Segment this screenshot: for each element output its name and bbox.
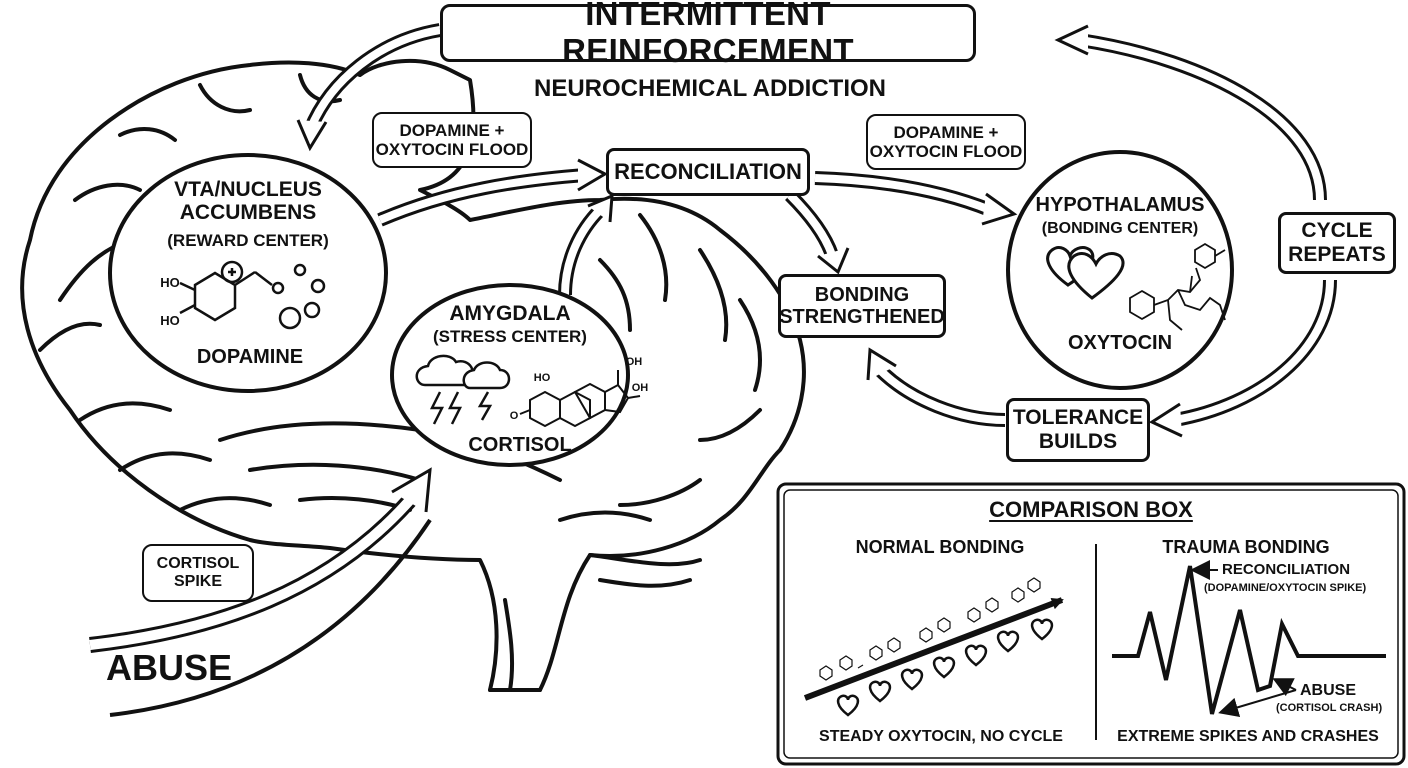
vta-name-line-1: VTA/NUCLEUS [174,178,322,201]
amygdala-oval [390,283,630,467]
comparison-title: COMPARISON BOX [989,497,1193,522]
reconciliation-node: RECONCILIATION [606,148,810,196]
page-title: INTERMITTENT REINFORCEMENT [562,0,854,69]
dopamine-label: DOPAMINE [196,346,304,368]
cortisol-molecule-icon [519,370,641,428]
oxytocin-label: OXYTOCIN [1067,332,1173,354]
abuse-trough-sub: (CORTISOL CRASH) [1276,702,1383,714]
tolerance-line-1: TOLERANCE [1012,406,1144,430]
cortisol-atom-3: OH [631,382,649,394]
flood-callout-left: DOPAMINE + OXYTOCIN FLOOD [372,112,532,168]
heart-mark [1030,618,1054,641]
cortisol-atom-2: OH [625,356,643,368]
heart-mark [836,694,860,717]
reconciliation-peak-sub: (DOPAMINE/OXYTOCIN SPIKE) [1204,582,1367,594]
vta-atom-1: HO [160,275,180,290]
trauma-bonding-line [1112,565,1386,715]
comparison-box [776,482,1406,766]
storm-cloud-icon [415,354,511,425]
cortisol-callout-line-2: SPIKE [173,573,222,590]
loop-arrows [89,23,1337,717]
tolerance-line-2: BUILDS [1038,430,1118,453]
normal-bonding-caption: STEADY OXYTOCIN, NO CYCLE [819,728,1063,745]
oxytocin-molecule-icon [1129,242,1226,331]
cortisol-atom-1: HO [533,372,551,384]
abuse-trough-label: ABUSE [1300,682,1357,699]
abuse-label: ABUSE [105,647,233,688]
heart-mark [932,656,956,679]
dopamine-molecule-icon [179,260,326,330]
hearts-icon [1046,246,1125,300]
vta-name-line-2: ACCUMBENS [179,201,317,225]
normal-bonding-hearts [836,618,1054,717]
heart-mark [964,644,988,667]
cycle-node: CYCLE REPEATS [1278,212,1396,274]
heart-mark [996,630,1020,653]
cortisol-label: CORTISOL [468,434,572,456]
hypothalamus-role: (BONDING CENTER) [1041,220,1199,237]
vta-atom-2: HO [160,313,180,328]
reconciliation-label: RECONCILIATION [614,158,802,184]
flood-left-line-2: OXYTOCIN FLOOD [375,140,529,159]
flood-right-line-2: OXYTOCIN FLOOD [869,142,1023,161]
reconciliation-peak-label: RECONCILIATION [1222,561,1351,578]
trauma-bonding-heading: TRAUMA BONDING [1162,537,1330,557]
bonding-node: BONDING STRENGTHENED [778,274,946,338]
bonding-line-1: BONDING [814,283,910,306]
subtitle: NEUROCHEMICAL ADDICTION [534,75,886,102]
cycle-line-2: REPEATS [1288,243,1386,266]
tolerance-node: TOLERANCE BUILDS [1006,398,1150,462]
bonding-line-2: STRENGTHENED [779,306,945,328]
flood-left-line-1: DOPAMINE + [399,120,505,140]
hypothalamus-name: HYPOTHALAMUS [1035,194,1205,216]
heart-mark [900,668,924,691]
flood-callout-right: DOPAMINE + OXYTOCIN FLOOD [866,114,1026,170]
normal-bonding-heading: NORMAL BONDING [855,537,1025,557]
cycle-line-1: CYCLE [1301,219,1373,243]
normal-bonding-trend-arrow [803,597,1064,701]
cortisol-atom-4: O [509,410,519,422]
region-ovals [108,150,1234,467]
title-box: INTERMITTENT REINFORCEMENT [440,0,976,69]
heart-mark [868,680,892,703]
amygdala-role: (STRESS CENTER) [433,327,587,346]
cortisol-callout: CORTISOL SPIKE [142,544,254,602]
vta-name: VTA/NUCLEUS ACCUMBENS [140,178,356,224]
amygdala-name: AMYGDALA [449,302,571,325]
trauma-bonding-caption: EXTREME SPIKES AND CRASHES [1117,728,1379,745]
abuse-pointer-2 [1272,678,1297,697]
cortisol-callout-line-1: CORTISOL [156,555,240,573]
vta-role: (REWARD CENTER) [167,231,329,250]
vta-oval [108,153,388,393]
flood-right-line-1: DOPAMINE + [893,122,999,142]
